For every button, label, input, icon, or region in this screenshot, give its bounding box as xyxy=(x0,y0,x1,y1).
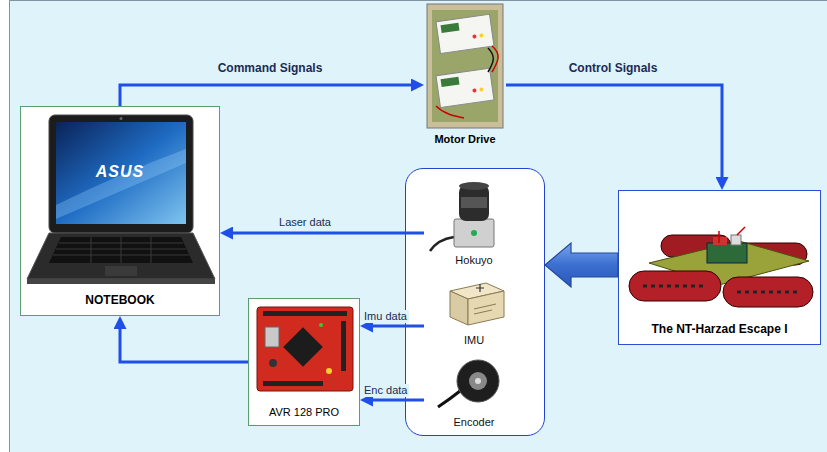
sensor-name: Hokuyo xyxy=(455,254,492,267)
node-title: Motor Drive xyxy=(434,133,495,146)
data-arrow xyxy=(367,399,424,402)
motor-drive-box: Motor Drive xyxy=(424,2,506,152)
sensor-box: Hokuyo xyxy=(424,177,524,269)
brand-logo: ASUS xyxy=(96,163,144,181)
motor-drive-photo xyxy=(424,2,506,152)
block-arrow xyxy=(545,243,618,287)
sensor-name: Encoder xyxy=(454,416,495,429)
signal-arrow xyxy=(506,85,722,183)
data-arrow xyxy=(367,325,424,328)
sensor-box: IMU xyxy=(424,271,524,349)
laptop-illustration xyxy=(21,107,221,317)
data-arrow xyxy=(120,323,248,362)
data-arrow xyxy=(227,232,424,235)
robot-box: The NT-Harzad Escape I xyxy=(618,190,821,345)
connector-label: Control Signals xyxy=(567,62,660,76)
node-title: NOTEBOOK xyxy=(85,293,154,307)
connector-label: Imu data xyxy=(362,310,409,323)
notebook-box: NOTEBOOK xyxy=(20,106,220,316)
sensor-box: Encoder xyxy=(424,351,524,431)
connector-label: Laser data xyxy=(277,216,333,229)
sensor-group: Hokuyo IMU Encoder xyxy=(405,168,545,436)
sensor-name: IMU xyxy=(464,334,484,347)
node-title: The NT-Harzad Escape I xyxy=(651,322,787,336)
signal-arrow xyxy=(120,85,417,106)
node-title: AVR 128 PRO xyxy=(269,406,339,419)
connector-label: Enc data xyxy=(362,384,409,397)
connector-label: Command Signals xyxy=(216,62,325,76)
microcontroller-box: AVR 128 PRO xyxy=(248,298,360,426)
